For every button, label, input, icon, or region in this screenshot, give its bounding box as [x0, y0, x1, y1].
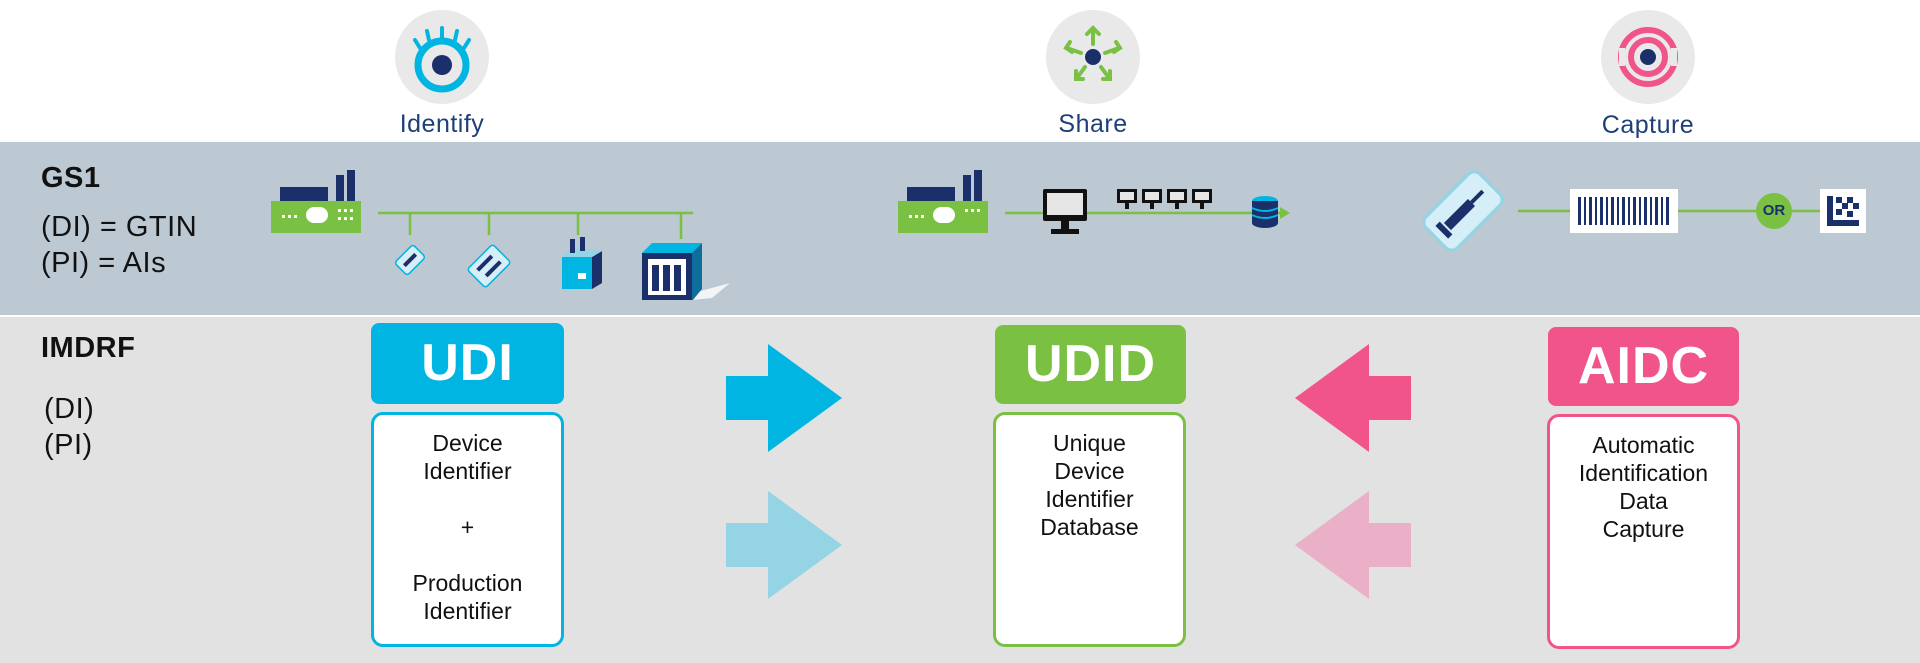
share-label: Share	[1058, 110, 1128, 138]
aidc-header: AIDC	[1548, 327, 1739, 406]
share-network-illustration	[898, 170, 1290, 234]
udi-description: Device Identifier + Production Identifie…	[412, 430, 523, 624]
network-computers-icon	[1117, 189, 1212, 209]
datamatrix-icon	[1820, 189, 1866, 233]
aidc-description: Automatic Identification Data Capture	[1578, 432, 1709, 542]
or-label: OR	[1762, 202, 1786, 219]
identify-circle	[395, 10, 489, 104]
capture-label: Capture	[1601, 111, 1695, 139]
share-circle	[1046, 10, 1140, 104]
imdrf-title: IMDRF	[41, 332, 136, 364]
gs1-title: GS1	[41, 162, 101, 194]
eye-icon	[413, 26, 471, 93]
syringe-pack-icon	[1422, 170, 1504, 252]
capture-circle	[1601, 10, 1695, 104]
left-arrow-light-icon	[1295, 491, 1411, 599]
factory-icon	[898, 170, 988, 233]
identify-supply-chain-illustration	[271, 170, 730, 300]
imdrf-pi-line: (PI)	[44, 429, 93, 461]
udi-header: UDI	[371, 323, 564, 404]
or-badge	[1756, 193, 1792, 229]
imdrf-di-line: (DI)	[44, 393, 95, 425]
udid-description: Unique Device Identifier Database	[1040, 430, 1139, 540]
identify-label: Identify	[399, 110, 485, 138]
monitor-icon	[1043, 189, 1087, 234]
aidc-description-box: Automatic Identification Data Capture	[1547, 414, 1740, 649]
factory-icon	[271, 170, 361, 233]
barcode-icon	[1570, 189, 1678, 233]
right-arrow-light-icon	[726, 491, 842, 599]
gs1-di-line: (DI) = GTIN	[41, 211, 198, 243]
udi-description-box: Device Identifier + Production Identifie…	[371, 412, 564, 647]
udid-header: UDID	[995, 325, 1186, 404]
left-arrow-icon	[1295, 344, 1411, 452]
signal-icon	[1618, 27, 1678, 87]
capture-illustration	[1422, 170, 1866, 252]
right-arrow-icon	[726, 344, 842, 452]
udid-description-box: Unique Device Identifier Database	[993, 412, 1186, 647]
database-icon	[1251, 196, 1279, 228]
share-icon	[1063, 25, 1123, 81]
gs1-pi-line: (PI) = AIs	[41, 247, 167, 279]
